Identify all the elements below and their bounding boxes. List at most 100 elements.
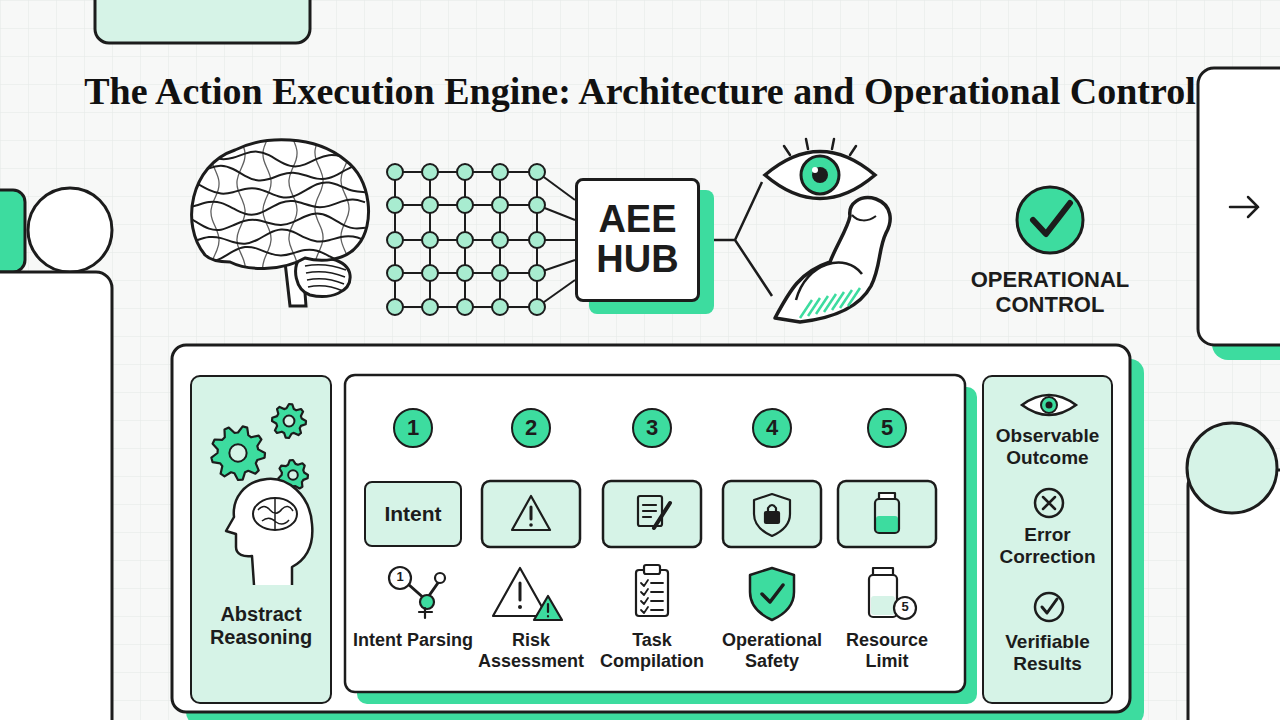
brain-fold xyxy=(262,140,271,270)
deco-circle xyxy=(28,188,112,272)
hazard-icon xyxy=(534,596,562,620)
head-brain xyxy=(253,498,297,530)
hazard-dot xyxy=(518,605,522,609)
brain-fold xyxy=(315,140,324,270)
checklist-row xyxy=(641,580,663,586)
step-label: Resource Limit xyxy=(826,630,948,671)
eye-glint xyxy=(812,167,818,173)
grid-node xyxy=(492,299,508,315)
brain-fold xyxy=(341,140,349,270)
brain-fold xyxy=(185,180,365,197)
node-text: 2 xyxy=(518,415,544,440)
shade-stroke xyxy=(800,300,812,318)
cerebellum xyxy=(296,257,350,296)
grid-node xyxy=(529,299,545,315)
grid-node xyxy=(492,164,508,180)
brain-fold xyxy=(185,165,365,181)
label-box: Task Compilation xyxy=(591,630,713,671)
node-text: Verifiable Results xyxy=(989,631,1106,675)
shade-stroke xyxy=(840,290,852,308)
grid-node xyxy=(529,197,545,213)
intent-box: Intent xyxy=(364,481,462,547)
bicep-line xyxy=(796,262,862,300)
deco-panel xyxy=(0,272,112,720)
grid-node xyxy=(529,232,545,248)
grid-node xyxy=(529,265,545,281)
pencil-icon xyxy=(654,503,670,528)
deco-circle xyxy=(1187,423,1277,513)
link-joint xyxy=(420,595,434,609)
steps-panel xyxy=(345,375,965,692)
verify-icon xyxy=(1035,593,1063,621)
icon-box xyxy=(723,481,821,547)
icon-box xyxy=(603,481,701,547)
label-box: 5 xyxy=(894,600,916,615)
shield-check-icon xyxy=(750,568,794,620)
error-cross xyxy=(1043,497,1055,509)
neural-grid xyxy=(387,164,575,315)
label-box: Intent Parsing xyxy=(352,630,474,651)
brain-fold xyxy=(237,140,246,270)
label-box: 1 xyxy=(389,570,411,585)
grid-node xyxy=(457,299,473,315)
node-text: Abstract Reasoning xyxy=(197,603,325,649)
hazard-mark xyxy=(519,583,522,600)
fist-line xyxy=(852,215,876,220)
eye-iris xyxy=(1041,397,1057,413)
deco-tab xyxy=(0,190,25,272)
step-label: Intent Parsing xyxy=(352,630,474,651)
step-number: 4 xyxy=(752,408,792,448)
grid-node xyxy=(492,197,508,213)
grid-node xyxy=(492,232,508,248)
check-mark xyxy=(1033,203,1070,234)
badge-number: 1 xyxy=(389,570,411,585)
document-lines xyxy=(643,505,656,517)
gear-icon xyxy=(211,426,265,480)
brain-fold xyxy=(185,229,365,244)
warning-icon xyxy=(512,496,550,530)
bottle-icon xyxy=(875,499,899,533)
eye-outline xyxy=(765,152,875,199)
gear-hole xyxy=(284,416,295,427)
grid-node xyxy=(422,299,438,315)
grid-node xyxy=(422,164,438,180)
step-label: Operational Safety xyxy=(711,630,833,671)
label-box: Risk Assessment xyxy=(470,630,592,671)
node-text: 3 xyxy=(639,415,665,440)
title: The Action Execution Engine: Architectur… xyxy=(40,70,1240,114)
shield-icon xyxy=(754,494,790,536)
node-text: 5 xyxy=(874,415,900,440)
deco-panel xyxy=(1198,68,1280,345)
icon-box xyxy=(482,481,580,547)
brain-fold xyxy=(289,140,298,270)
gear-hole xyxy=(229,444,246,461)
grid-node xyxy=(422,232,438,248)
number-badge xyxy=(389,567,411,589)
padlock-shackle xyxy=(768,505,776,512)
head-profile xyxy=(226,479,312,585)
grid-node xyxy=(387,164,403,180)
error-icon xyxy=(1035,489,1063,517)
head-brain-folds xyxy=(258,499,293,529)
cerebellum-lines xyxy=(305,265,346,291)
node-text: 4 xyxy=(759,415,785,440)
hazard-icon xyxy=(493,568,547,616)
shade-stroke xyxy=(832,292,844,310)
control-label: OPERATIONAL CONTROL xyxy=(962,267,1138,318)
shade-stroke xyxy=(808,298,820,316)
grid-node xyxy=(422,197,438,213)
verify-check xyxy=(1042,599,1057,613)
node-text: Observable Outcome xyxy=(989,425,1106,469)
checklist-row xyxy=(641,598,663,604)
cerebellum-fold xyxy=(308,286,343,291)
gear-hole xyxy=(288,470,298,480)
arm-shading xyxy=(800,288,860,318)
grid-node xyxy=(387,265,403,281)
bottle-liquid xyxy=(871,596,895,615)
label-box: Resource Limit xyxy=(826,630,948,671)
eye-iris xyxy=(801,156,839,194)
cerebellum-fold xyxy=(307,279,344,284)
label-box: OPERATIONAL CONTROL xyxy=(962,267,1138,318)
grid-node xyxy=(529,164,545,180)
